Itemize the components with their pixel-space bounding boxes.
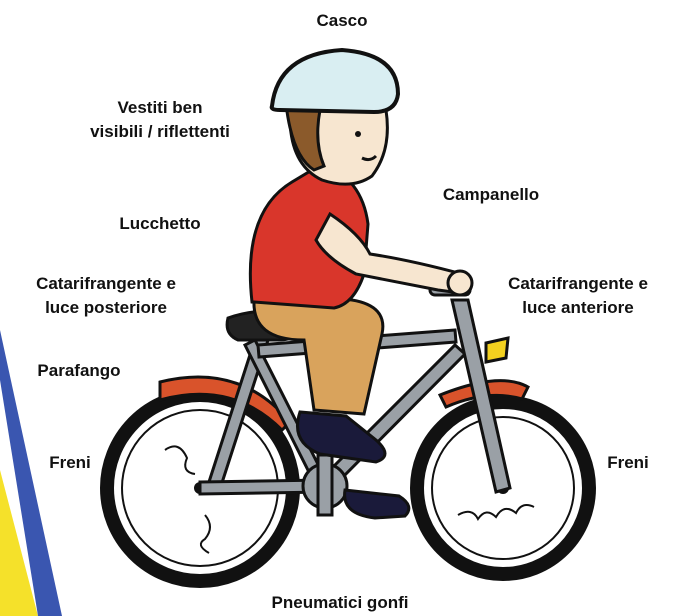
helmet: [272, 50, 398, 112]
label-rear-reflector-line1: Catarifrangente e: [6, 272, 206, 296]
label-front-reflector: Catarifrangente e luce anteriore: [478, 272, 678, 320]
label-lock: Lucchetto: [95, 212, 225, 236]
label-front-reflector-line1: Catarifrangente e: [478, 272, 678, 296]
hair: [286, 104, 324, 170]
label-tires: Pneumatici gonfi: [230, 591, 450, 615]
label-clothes-line1: Vestiti ben: [60, 96, 260, 120]
label-mudguard: Parafango: [14, 359, 144, 383]
label-front-reflector-line2: luce anteriore: [478, 296, 678, 320]
label-brakes-left: Freni: [30, 451, 110, 475]
shoe-back: [345, 490, 409, 518]
label-brakes-right: Freni: [588, 451, 668, 475]
front-light: [486, 338, 508, 362]
label-clothes: Vestiti ben visibili / riflettenti: [60, 96, 260, 144]
label-rear-reflector: Catarifrangente e luce posteriore: [6, 272, 206, 320]
label-clothes-line2: visibili / riflettenti: [60, 120, 260, 144]
label-rear-reflector-line2: luce posteriore: [6, 296, 206, 320]
label-bell: Campanello: [416, 183, 566, 207]
eye: [355, 131, 361, 137]
hand: [448, 271, 472, 295]
label-helmet: Casco: [272, 9, 412, 33]
